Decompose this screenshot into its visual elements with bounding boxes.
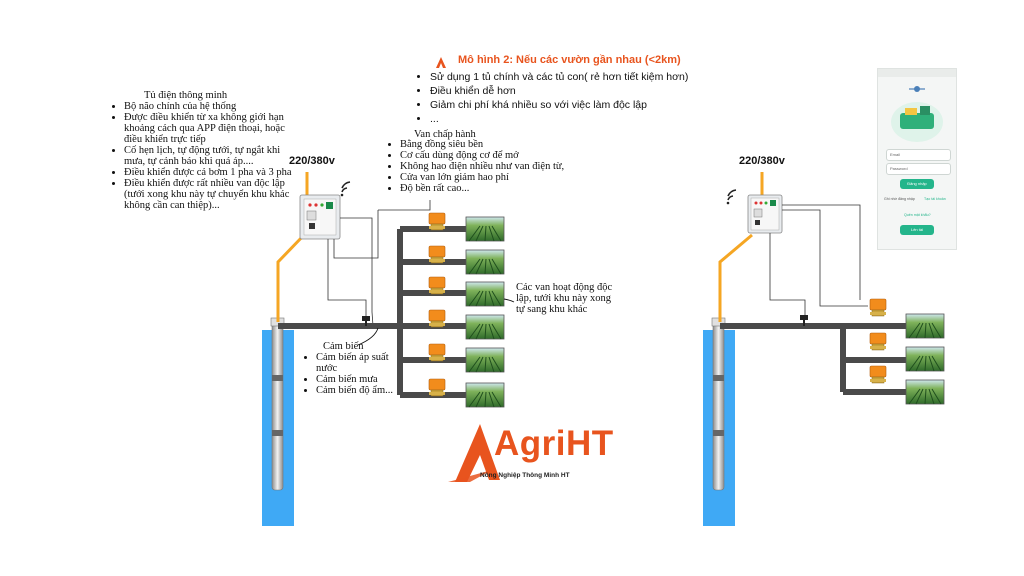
cabinet-bullets: Bộ não chính của hệ thống Được điều khiể… xyxy=(112,101,292,211)
valve-bullet: Độ bền rất cao... xyxy=(400,183,576,194)
valves-note: Các van hoạt động độc lập, tưới khu này … xyxy=(516,282,613,315)
cabinet-bullet: Cố hẹn lịch, tự động tưới, tự ngắt khi m… xyxy=(124,145,292,167)
field-icon xyxy=(465,216,505,408)
cabinet-bullet: Điều khiển được cả bơm 1 pha và 3 pha xyxy=(124,167,292,178)
sensor-bullet: Cảm biến áp suất nước xyxy=(316,352,398,374)
title-bullet: Điều khiển dễ hơn xyxy=(430,84,688,98)
valve-heading: Van chấp hành xyxy=(414,129,476,140)
password-field[interactable]: Password xyxy=(886,163,951,175)
valve-bullet: Cơ cấu dùng động cơ để mở xyxy=(400,150,576,161)
login-button[interactable]: Đăng nhập xyxy=(900,179,934,189)
forgot-password-link[interactable]: Quên mật khẩu? xyxy=(904,213,931,217)
remember-checkbox[interactable]: Ghi nhớ đăng nhập xyxy=(884,197,915,201)
cabinet-heading: Tủ điện thông minh xyxy=(144,90,228,101)
logo-brand: AgriHT xyxy=(494,424,614,463)
title-bullet: Sử dụng 1 tủ chính và các tủ con( rẻ hơn… xyxy=(430,70,688,84)
wifi-icon xyxy=(339,181,351,198)
pump-icon xyxy=(711,317,726,491)
valve-bullet: Bằng đồng siêu bền xyxy=(400,139,576,150)
cabinet-bullet: Điều khiển được rất nhiều van độc lập (t… xyxy=(124,178,292,211)
logo-icon xyxy=(448,424,500,482)
title-logo-icon xyxy=(436,57,446,68)
cabinet-bullet: Bộ não chính của hệ thống xyxy=(124,101,292,112)
control-cabinet-left xyxy=(299,194,341,240)
field-icon xyxy=(905,313,945,405)
sensor-bullet: Cảm biến độ ẩm... xyxy=(316,385,398,396)
app-illustration xyxy=(891,86,943,142)
voltage-label-left: 220/380v xyxy=(289,155,335,167)
title-text: Mô hình 2: Nếu các vườn gần nhau (<2km) xyxy=(458,54,681,66)
sensor-heading: Cảm biến xyxy=(323,341,364,352)
pressure-sensor-icon xyxy=(800,315,808,326)
title-bullets: Sử dụng 1 tủ chính và các tủ con( rẻ hơn… xyxy=(418,70,688,126)
phone-status-bar xyxy=(878,69,956,77)
diagram-title: Mô hình 2: Nếu các vườn gần nhau (<2km) xyxy=(458,54,681,66)
valve-bullet: Cửa van lớn giảm hao phí xyxy=(400,172,576,183)
sensor-bullets: Cảm biến áp suất nước Cảm biến mưa Cảm b… xyxy=(304,352,398,396)
email-field[interactable]: Email xyxy=(886,149,951,161)
valve-bullets: Bằng đồng siêu bền Cơ cấu dùng động cơ đ… xyxy=(388,139,576,194)
voltage-label-right: 220/380v xyxy=(739,155,785,167)
phone-app-icon: Email Password Đăng nhập Ghi nhớ đăng nh… xyxy=(877,68,957,250)
register-link[interactable]: Tạo tài khoản xyxy=(924,197,946,201)
valve-bullet: Không hao điện nhiều như van điện từ, xyxy=(400,161,576,172)
pressure-sensor-icon xyxy=(362,316,370,326)
logo-tagline: Nông Nghiệp Thông Minh HT xyxy=(480,472,570,479)
signup-button[interactable]: Lên tài xyxy=(900,225,934,235)
title-bullet: Giảm chi phí khá nhiều so với việc làm đ… xyxy=(430,98,688,112)
sensor-bullet: Cảm biến mưa xyxy=(316,374,398,385)
valve-icon xyxy=(869,298,887,384)
control-cabinet-right xyxy=(747,194,783,234)
pump-icon xyxy=(270,317,285,491)
cabinet-bullet: Được điều khiển từ xa không giới hạn kho… xyxy=(124,112,292,145)
valve-icon xyxy=(428,212,446,397)
title-bullet: ... xyxy=(430,112,688,126)
wifi-icon xyxy=(725,189,737,206)
